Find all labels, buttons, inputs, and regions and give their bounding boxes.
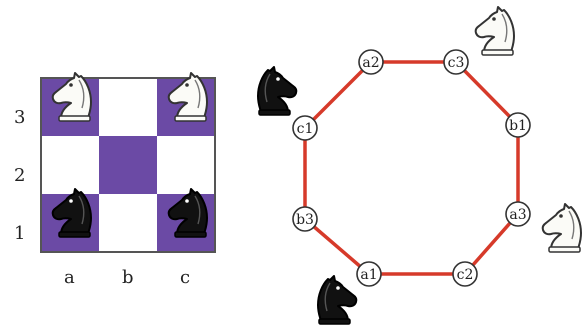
board-square-b2 (99, 136, 157, 194)
graph-edge-c3-b1 (454, 60, 520, 127)
graph-node-label: a1 (360, 267, 377, 283)
file-label-a: a (64, 267, 75, 288)
board-square-b1 (99, 194, 157, 252)
graph-node-c2: c2 (452, 261, 478, 287)
graph-node-a3: a3 (505, 201, 531, 227)
white-knight-icon (474, 6, 515, 56)
graph-node-b3: b3 (292, 206, 318, 232)
graph-edge-a3-c2 (463, 212, 520, 276)
graph-node-label: b1 (509, 118, 527, 134)
board-square-c2 (157, 136, 215, 194)
white-knight-icon (51, 72, 92, 122)
board-square-b3 (99, 78, 157, 136)
graph-node-c1: c1 (292, 115, 318, 141)
graph-node-a1: a1 (356, 261, 382, 287)
rank-label-2: 2 (14, 165, 25, 186)
graph-node-label: b3 (296, 212, 314, 228)
graph-node-label: c2 (457, 267, 474, 283)
white-knight-icon (167, 72, 208, 122)
graph-node-label: a2 (362, 55, 379, 71)
board-border (40, 77, 216, 253)
rank-label-1: 1 (14, 223, 25, 244)
chess-board: 3 2 1 a b c (14, 72, 216, 288)
white-knight-icon (541, 203, 582, 253)
black-knight-icon (257, 66, 298, 116)
graph-node-c3: c3 (443, 49, 469, 75)
graph-node-label: c3 (448, 55, 465, 71)
graph-node-b1: b1 (505, 112, 531, 138)
graph-edge-c1-a2 (303, 60, 373, 130)
black-knight-icon (317, 275, 358, 325)
black-knight-icon (51, 188, 92, 238)
rank-label-3: 3 (14, 107, 25, 128)
black-knight-icon (167, 188, 208, 238)
board-square-a2 (41, 136, 99, 194)
graph-node-label: c1 (297, 121, 314, 137)
knight-move-graph: a2 c3 b1 a3 c2 a1 b3 c1 (257, 6, 582, 325)
graph-edge-a1-b3 (303, 217, 371, 276)
file-label-c: c (180, 267, 190, 288)
file-label-b: b (122, 267, 134, 288)
graph-node-label: a3 (509, 207, 526, 223)
graph-node-a2: a2 (358, 49, 384, 75)
